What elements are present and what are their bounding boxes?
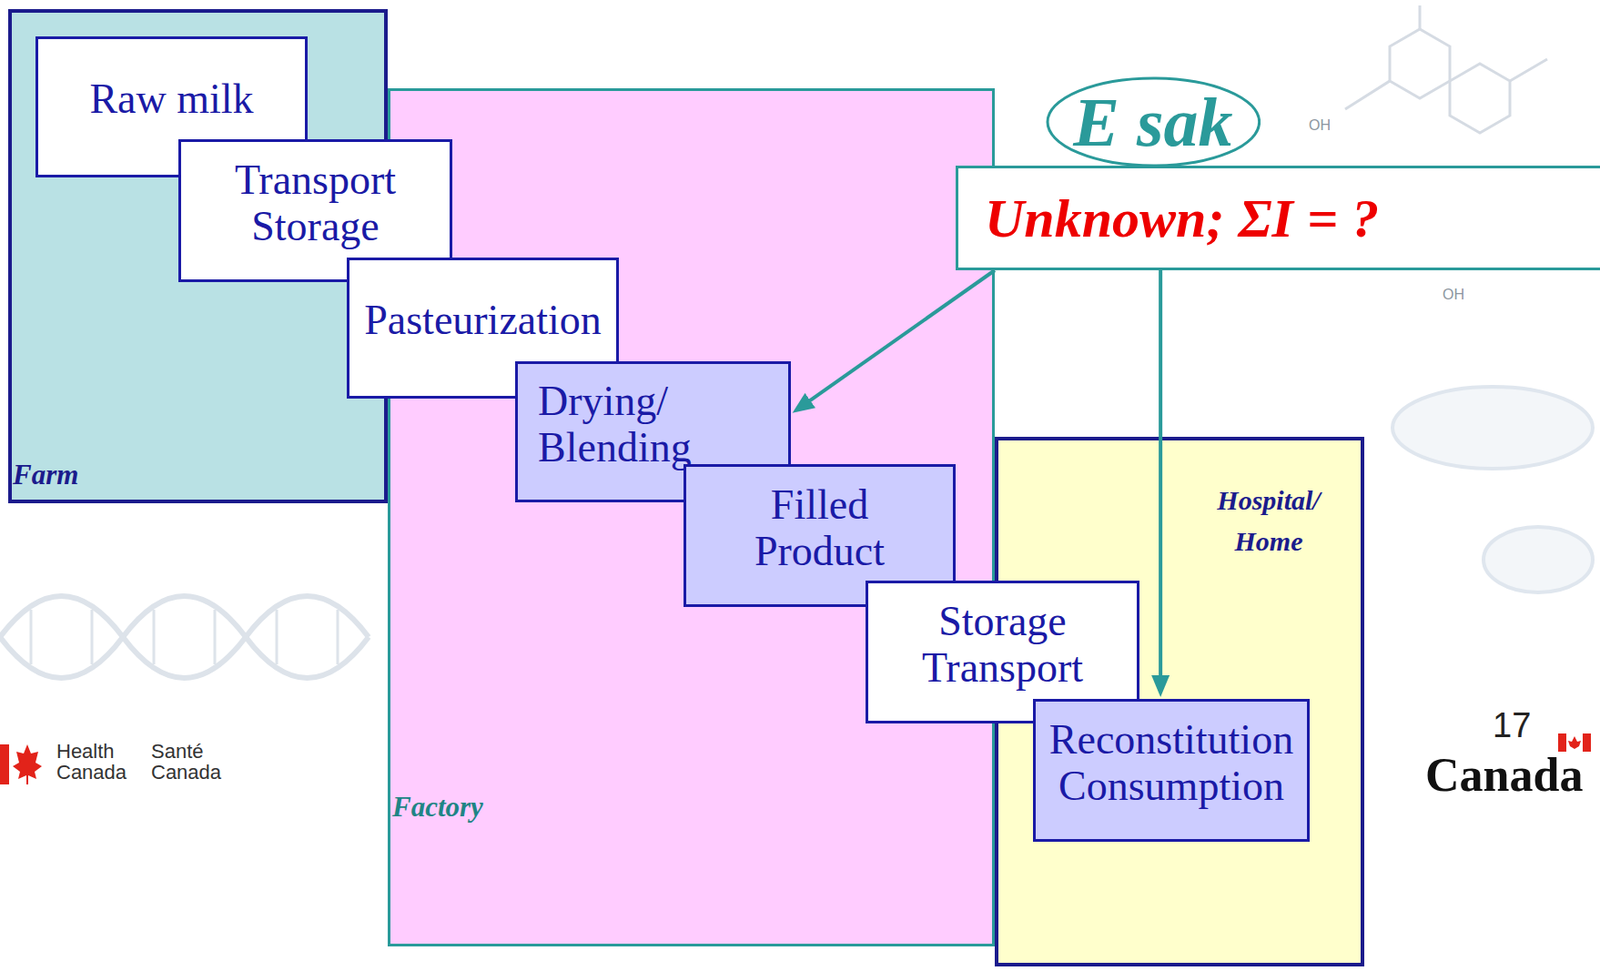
dna-helix [0,596,369,679]
note-text: Unknown; ΣI = ? [984,188,1379,249]
helix-strand [0,596,369,679]
ring [1449,63,1510,133]
text-block: Filled Product [715,482,925,575]
watermark-text: OH [1442,287,1465,303]
label-holder: Canada [1425,751,1583,800]
text-block: Factory [392,786,593,830]
process-box: Reconstitution Consumption [1032,698,1310,842]
flag-bar [1582,733,1591,752]
page-number: 17 [1492,708,1531,743]
canada-flag-symbol [0,744,42,785]
bond [1345,5,1548,110]
label-holder: Santé Canada [151,740,243,783]
maple-leaf [1568,736,1581,750]
maple-leaf [12,744,42,785]
text-block: Reconstitution Consumption [1048,717,1295,810]
logo-text: Santé Canada [151,740,243,783]
text-block: Raw milk [89,76,254,123]
text-block: Transport Storage [193,157,437,250]
text-block: E sak [1045,76,1262,168]
ellipse-shape [1047,78,1260,166]
text-block: Hospital/ Home [1186,479,1351,562]
step-label: Raw milk [89,76,254,123]
region-label: Factory [392,786,593,830]
dish [1392,386,1593,469]
region-panel: Reconstitution Consumption Hospital/ Home [994,436,1365,967]
text-block: Unknown; ΣI = ? [984,188,1379,249]
helix-rungs [30,609,338,665]
note-box: Unknown; ΣI = ? [955,165,1600,271]
logo-text: Health Canada [56,740,148,783]
text-block: Pasteurization [364,297,602,345]
step-label: Filled Product [715,482,925,575]
step-label: Reconstitution Consumption [1048,717,1295,810]
step-label: Drying/ Blending [537,378,778,471]
label-holder: OH [1308,118,1331,133]
region-panel: Raw milkTransport StorageFarm [8,9,388,504]
region-label: Hospital/ Home [1186,479,1351,562]
text-block: Drying/ Blending [537,378,778,471]
wordmark-flag [1558,733,1591,752]
region-label: Farm [12,454,195,497]
ring [1389,29,1450,99]
text-block: Farm [12,454,195,497]
text-block: Storage Transport [881,598,1125,691]
label-holder: OH [1442,287,1465,303]
region-panel: PasteurizationDrying/ BlendingFilled Pro… [387,88,995,947]
wordmark: Canada [1425,751,1583,800]
step-label: Pasteurization [364,297,602,345]
title-text: E sak [1073,87,1233,157]
step-label: Transport Storage [193,157,437,250]
petri-dishes [1392,386,1593,593]
dish [1483,526,1593,593]
flag-bar [0,744,10,785]
watermark-text: OH [1308,118,1331,133]
label-holder: Health Canada [56,740,148,783]
label-holder: 17 [1492,708,1531,743]
step-label: Storage Transport [881,598,1125,691]
title-ellipse: E sak [1045,76,1262,168]
flag-bar [1558,733,1567,752]
helix-strand [0,596,369,679]
chemical-structure [1345,5,1548,133]
